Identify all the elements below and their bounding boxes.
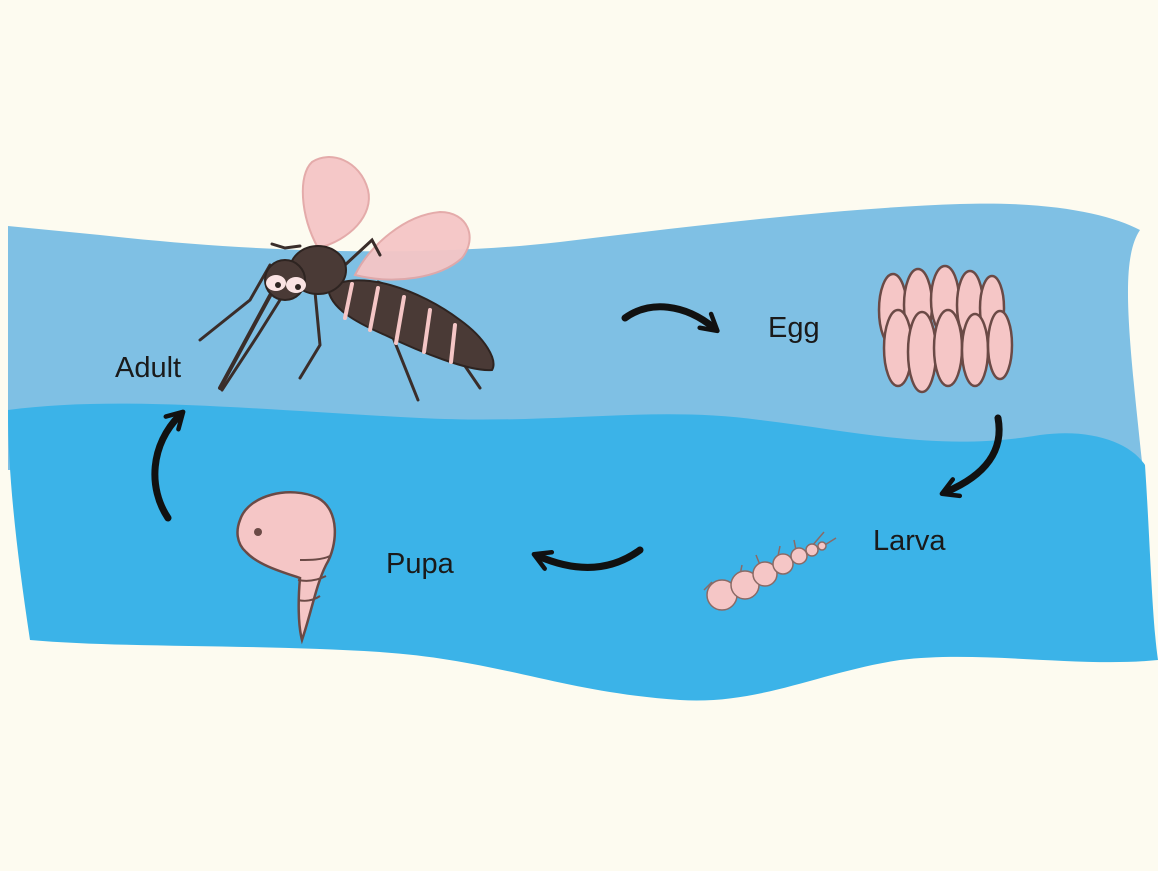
arrow-larva-to-pupa	[531, 546, 644, 571]
water-lower-band	[8, 403, 1158, 701]
stage-label-egg: Egg	[768, 312, 820, 344]
arrow-egg-to-larva	[939, 414, 1003, 499]
egg-cluster-icon	[877, 264, 1014, 394]
pupa-icon	[236, 491, 336, 645]
stage-label-pupa: Pupa	[386, 548, 454, 580]
stage-label-adult: Adult	[115, 352, 182, 384]
stage-label-larva: Larva	[873, 525, 946, 557]
arrow-pupa-to-adult	[151, 409, 186, 522]
larva-icon	[703, 531, 837, 611]
mosquito-icon	[198, 156, 495, 402]
arrow-adult-to-egg	[621, 303, 720, 334]
